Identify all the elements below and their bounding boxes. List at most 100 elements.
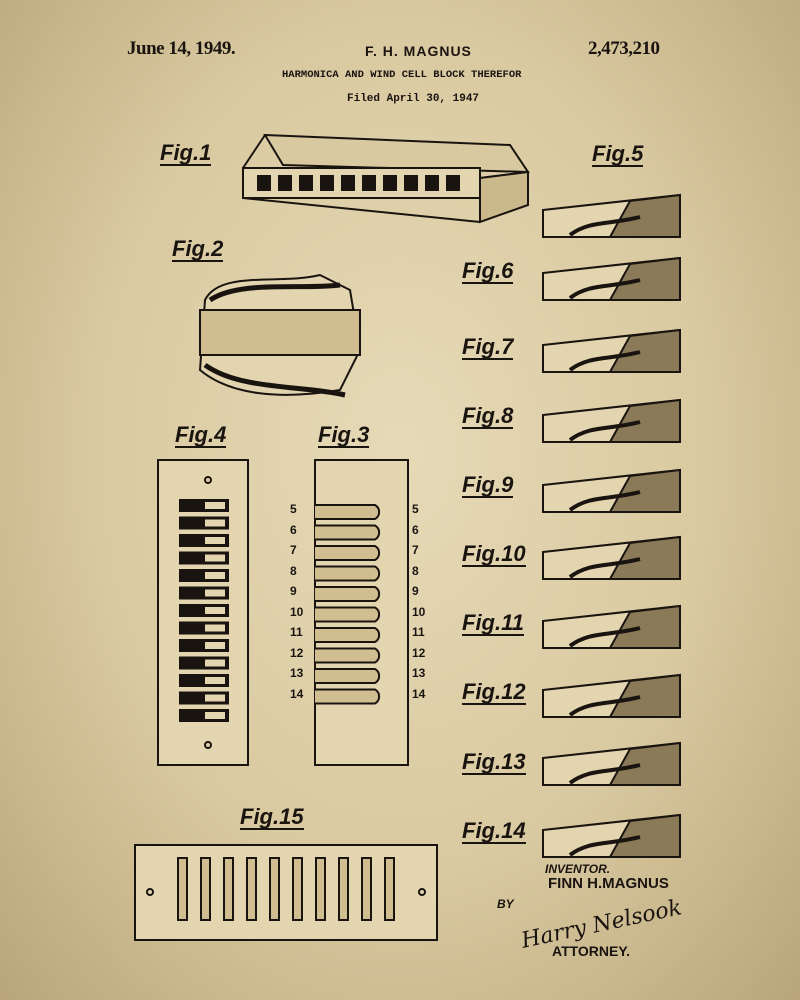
- fig3-cell: [315, 504, 381, 520]
- fig4-slot: [179, 586, 229, 600]
- fig4-slot: [179, 674, 229, 687]
- fig3-number-r: 11: [412, 625, 425, 639]
- fig1-hole: [278, 175, 292, 191]
- fig3-number-r: 8: [412, 563, 419, 578]
- fig4-slot: [179, 656, 229, 670]
- fig1-hole: [425, 175, 439, 191]
- fig3-cell: [315, 647, 381, 664]
- fig4-slot: [179, 551, 229, 565]
- fig15-cover-plate: [134, 844, 438, 941]
- fig3-number-l: 11: [290, 625, 303, 639]
- fig1-hole: [446, 175, 460, 191]
- fig3-number-r: 12: [412, 645, 426, 660]
- inventor-signature-name: FINN H.MAGNUS: [548, 875, 669, 892]
- fig4-slot: [179, 499, 229, 512]
- fig3-cell-block: [314, 459, 409, 766]
- fig4-slot: [179, 516, 229, 530]
- fig15-slot: [315, 857, 326, 921]
- fig1-hole: [299, 175, 313, 191]
- fig1-hole: [320, 175, 334, 191]
- fig3-number-l: 14: [290, 686, 304, 701]
- fig15-slot: [384, 857, 395, 921]
- fig1-hole: [257, 175, 271, 191]
- fig3-number-l: 9: [290, 584, 297, 598]
- patent-date: June 14, 1949.: [127, 38, 236, 59]
- by-label: BY: [497, 897, 514, 911]
- fig13-label: Fig.13: [462, 749, 526, 775]
- fig4-slot: [179, 604, 229, 617]
- fig14-section: [542, 813, 681, 858]
- fig4-slot: [179, 569, 229, 582]
- fig1-hole: [404, 175, 418, 191]
- fig7-label: Fig.7: [462, 334, 514, 360]
- fig4-slot: [179, 639, 229, 652]
- fig3-number-r: 6: [412, 522, 419, 537]
- fig5-label: Fig.5: [592, 141, 644, 167]
- fig3-number-r: 5: [412, 502, 419, 516]
- fig4-slot: [179, 691, 229, 705]
- fig6-section: [542, 256, 681, 301]
- fig12-label: Fig.12: [462, 679, 526, 705]
- fig5-section: [542, 193, 681, 238]
- fig2-cross-section: [198, 273, 362, 398]
- fig14-label: Fig.14: [462, 818, 526, 844]
- fig3-label: Fig.3: [318, 422, 370, 448]
- inventor-label: INVENTOR.: [545, 862, 611, 876]
- fig3-number-l: 12: [290, 645, 304, 660]
- fig3-cell: [315, 688, 381, 705]
- fig1-hole: [341, 175, 355, 191]
- fig15-slot: [223, 857, 234, 921]
- fig3-cell: [315, 606, 381, 623]
- fig10-section: [542, 535, 681, 580]
- fig1-harmonica: [242, 133, 530, 224]
- fig3-number-r: 7: [412, 543, 419, 557]
- fig3-number-r: 10: [412, 604, 426, 619]
- fig4-slot: [179, 709, 229, 722]
- fig3-number-r: 9: [412, 584, 419, 598]
- fig11-section: [542, 604, 681, 649]
- fig15-slot: [246, 857, 257, 921]
- fig8-section: [542, 398, 681, 443]
- fig15-slot: [361, 857, 372, 921]
- fig3-number-l: 7: [290, 543, 297, 557]
- fig4-label: Fig.4: [175, 422, 227, 448]
- fig15-slot: [338, 857, 349, 921]
- fig3-number-r: 13: [412, 666, 426, 680]
- fig3-number-l: 6: [290, 522, 297, 537]
- fig3-cell: [315, 586, 381, 602]
- fig12-section: [542, 673, 681, 718]
- fig3-cell: [315, 627, 381, 643]
- fig6-label: Fig.6: [462, 258, 514, 284]
- fig4-slot: [179, 621, 229, 635]
- fig3-cell: [315, 524, 381, 541]
- fig3-cell: [315, 545, 381, 561]
- fig9-section: [542, 468, 681, 513]
- fig15-label: Fig.15: [240, 804, 304, 830]
- fig1-hole: [383, 175, 397, 191]
- patent-number: 2,473,210: [588, 38, 660, 59]
- fig3-number-l: 8: [290, 563, 297, 578]
- fig3-number-l: 5: [290, 502, 297, 516]
- fig2-label: Fig.2: [172, 236, 224, 262]
- attorney-label: ATTORNEY.: [552, 943, 631, 959]
- fig3-cell: [315, 668, 381, 684]
- fig1-label: Fig.1: [160, 140, 212, 166]
- filed-date: Filed April 30, 1947: [347, 93, 480, 105]
- fig3-number-l: 13: [290, 666, 304, 680]
- fig4-reed-plate: [157, 459, 249, 766]
- inventor-header: F. H. MAGNUS: [365, 43, 472, 59]
- fig7-section: [542, 328, 681, 373]
- fig15-slot: [292, 857, 303, 921]
- fig4-slot: [179, 534, 229, 547]
- patent-title: HARMONICA AND WIND CELL BLOCK THEREFOR: [282, 69, 522, 81]
- fig3-cell: [315, 565, 381, 582]
- fig9-label: Fig.9: [462, 472, 514, 498]
- fig3-number-r: 14: [412, 686, 426, 701]
- fig8-label: Fig.8: [462, 403, 514, 429]
- fig11-label: Fig.11: [462, 610, 524, 636]
- fig13-section: [542, 741, 681, 786]
- fig3-number-l: 10: [290, 604, 304, 619]
- fig15-slot: [177, 857, 188, 921]
- fig10-label: Fig.10: [462, 541, 526, 567]
